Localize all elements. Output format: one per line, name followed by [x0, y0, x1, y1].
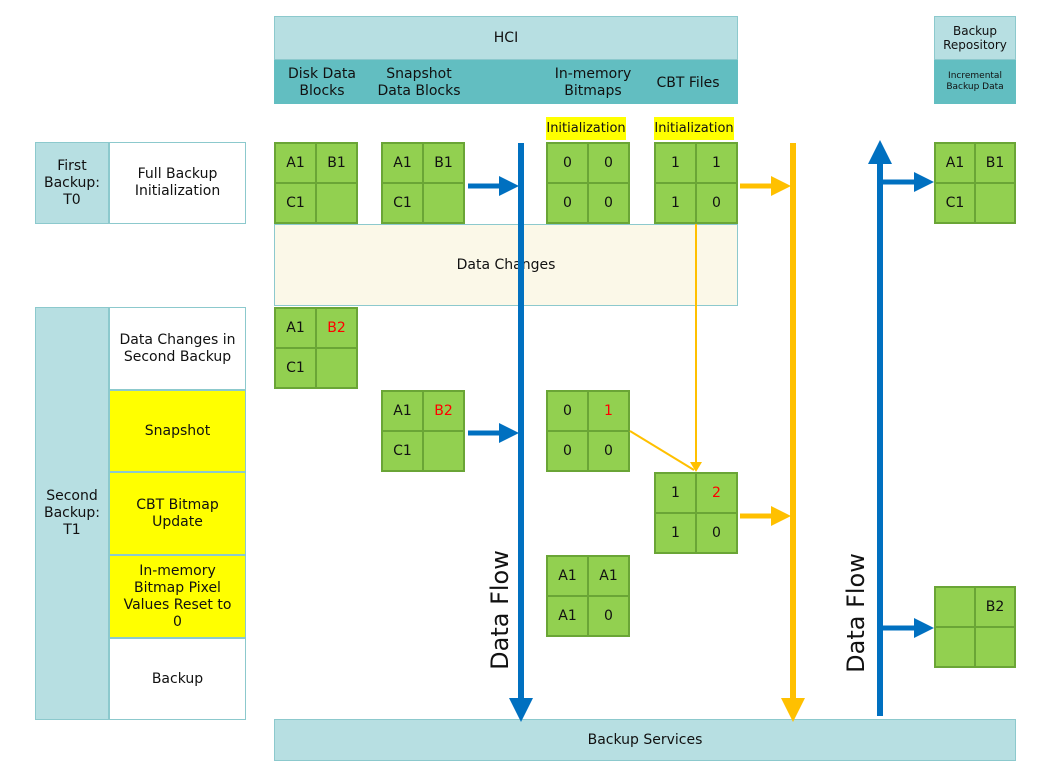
step-data-changes-text: Data Changes in Second Backup — [119, 331, 236, 365]
grid-repository-t0: A1 B1 C1 — [934, 142, 1016, 224]
backup-services-text: Backup Services — [587, 732, 703, 748]
initialization-label-cbt: Initialization — [654, 117, 734, 140]
grid-cell: 0 — [547, 183, 588, 223]
grid-cell — [935, 587, 975, 627]
grid-cell: C1 — [275, 348, 316, 388]
grid-cell: C1 — [935, 183, 975, 223]
col-snapshot-data-blocks: Snapshot Data Blocks — [377, 66, 461, 99]
step-bitmap-reset-text: In-memory Bitmap Pixel Values Reset to 0 — [123, 562, 232, 630]
grid-cell — [975, 183, 1015, 223]
grid-memory-t0: 0 0 0 0 — [546, 142, 630, 224]
data-changes-text: Data Changes — [456, 257, 556, 273]
grid-cell-changed: 2 — [696, 473, 737, 513]
backup-repository-label: Backup Repository — [943, 24, 1007, 52]
col-cbt-files-label: CBT Files — [656, 75, 720, 91]
grid-cell: 1 — [655, 143, 696, 183]
grid-cell: 1 — [655, 473, 696, 513]
step-snapshot-text: Snapshot — [144, 422, 211, 439]
grid-cell — [935, 627, 975, 667]
grid-cell: 0 — [588, 596, 629, 636]
first-backup-label: First Backup: T0 — [35, 142, 109, 224]
backup-repository-header: Backup Repository — [934, 16, 1016, 60]
grid-cbt-t0: 1 1 1 0 — [654, 142, 738, 224]
grid-cell-changed: B2 — [423, 391, 464, 431]
grid-cell: B1 — [423, 143, 464, 183]
grid-cell: 0 — [547, 143, 588, 183]
step-snapshot: Snapshot — [109, 390, 246, 472]
initialization-label-bitmaps: Initialization — [546, 117, 626, 140]
data-changes-band: Data Changes — [274, 224, 738, 306]
data-flow-text-1: Data Flow — [486, 550, 514, 670]
grid-cell — [423, 183, 464, 223]
grid-cell — [975, 627, 1015, 667]
grid-snapshot-t0: A1 B1 C1 — [381, 142, 465, 224]
initialization-text-2: Initialization — [654, 121, 734, 136]
grid-cell — [316, 348, 357, 388]
hci-header: HCI — [274, 16, 738, 60]
grid-cell: C1 — [382, 431, 423, 471]
grid-cell: A1 — [588, 556, 629, 596]
grid-cell: C1 — [382, 183, 423, 223]
backup-services-bar: Backup Services — [274, 719, 1016, 761]
grid-cell: A1 — [547, 556, 588, 596]
grid-disk-t0: A1 B1 C1 — [274, 142, 358, 224]
hci-column-bar — [274, 60, 738, 104]
grid-cell: B1 — [975, 143, 1015, 183]
grid-cell: 0 — [588, 143, 629, 183]
first-backup-text: First Backup: T0 — [43, 157, 101, 208]
grid-cell: 0 — [588, 431, 629, 471]
grid-cell: B1 — [316, 143, 357, 183]
grid-cell: 0 — [696, 513, 737, 553]
grid-cell: B2 — [975, 587, 1015, 627]
grid-memory-reset: A1 A1 A1 0 — [546, 555, 630, 637]
step-cbt-bitmap-update-text: CBT Bitmap Update — [136, 496, 219, 530]
incremental-backup-data-label: Incremental Backup Data — [946, 71, 1004, 92]
second-backup-text: Second Backup: T1 — [43, 488, 101, 538]
initialization-text-1: Initialization — [546, 121, 626, 136]
incremental-backup-data-header: Incremental Backup Data — [934, 60, 1016, 104]
full-backup-initialization: Full Backup Initialization — [109, 142, 246, 224]
step-backup: Backup — [109, 638, 246, 720]
col-disk-data-blocks: Disk Data Blocks — [288, 66, 356, 99]
hci-title: HCI — [493, 30, 519, 46]
grid-cell: 1 — [655, 183, 696, 223]
grid-cell: A1 — [547, 596, 588, 636]
data-flow-label-2: Data Flow — [841, 553, 871, 673]
grid-cell: A1 — [382, 391, 423, 431]
grid-cell: A1 — [382, 143, 423, 183]
step-data-changes: Data Changes in Second Backup — [109, 307, 246, 390]
grid-cell: A1 — [275, 143, 316, 183]
cbt-link-head — [690, 462, 702, 472]
bitmap-to-cbt-link — [629, 430, 695, 471]
grid-cell: C1 — [275, 183, 316, 223]
grid-cell: 0 — [696, 183, 737, 223]
data-flow-text-2: Data Flow — [842, 553, 870, 673]
col-cbt-files: CBT Files — [648, 66, 728, 100]
grid-repository-t1: B2 — [934, 586, 1016, 668]
grid-cbt-t1: 1 2 1 0 — [654, 472, 738, 554]
grid-cell: A1 — [935, 143, 975, 183]
grid-cell-changed: B2 — [316, 308, 357, 348]
grid-cell: 0 — [547, 391, 588, 431]
data-flow-label-1: Data Flow — [485, 550, 515, 670]
step-cbt-bitmap-update: CBT Bitmap Update — [109, 472, 246, 555]
grid-cell: 1 — [696, 143, 737, 183]
grid-cell: A1 — [275, 308, 316, 348]
grid-cell: 0 — [547, 431, 588, 471]
grid-cell: 1 — [655, 513, 696, 553]
grid-memory-t1: 0 1 0 0 — [546, 390, 630, 472]
grid-snapshot-t1: A1 B2 C1 — [381, 390, 465, 472]
grid-disk-t1: A1 B2 C1 — [274, 307, 358, 389]
grid-cell-changed: 1 — [588, 391, 629, 431]
grid-cell — [316, 183, 357, 223]
col-in-memory-bitmaps: In-memory Bitmaps — [554, 66, 632, 99]
grid-cell — [423, 431, 464, 471]
step-backup-text: Backup — [151, 670, 204, 687]
step-bitmap-reset: In-memory Bitmap Pixel Values Reset to 0 — [109, 555, 246, 638]
grid-cell: 0 — [588, 183, 629, 223]
second-backup-label: Second Backup: T1 — [35, 307, 109, 720]
full-backup-initialization-text: Full Backup Initialization — [134, 166, 221, 199]
